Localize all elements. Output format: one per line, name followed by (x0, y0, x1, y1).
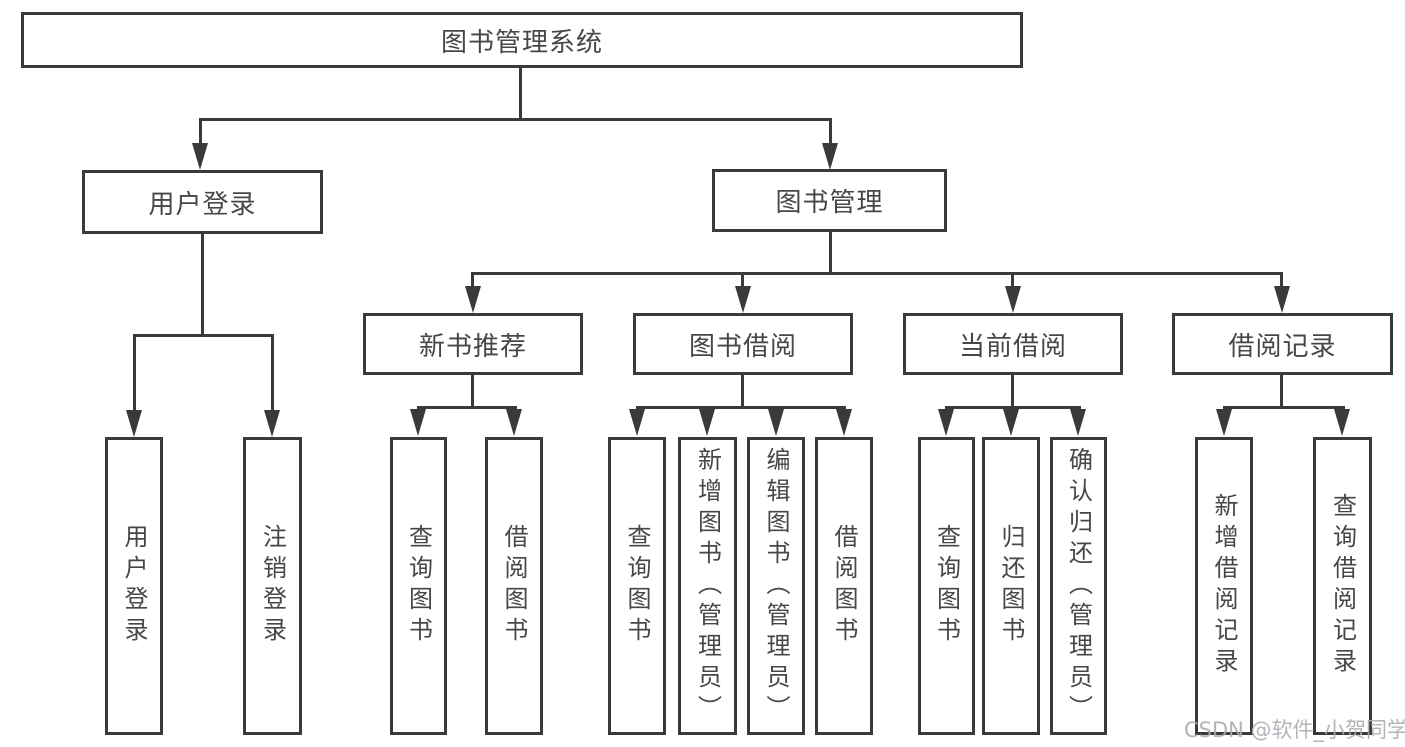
leaf-query-borrow-record: 查询借阅记录 (1313, 437, 1372, 735)
connector-login-stem (201, 234, 204, 337)
arrow-to-login (192, 143, 208, 170)
arrow-to-current (1005, 286, 1021, 313)
node-root: 图书管理系统 (21, 12, 1023, 68)
arrow-to-login-user (126, 410, 142, 437)
leaf-query-borrow-record-label: 查询借阅记录 (1328, 493, 1357, 679)
arrow-to-borrow (735, 286, 751, 313)
arrow-to-login-logout (264, 410, 280, 437)
leaf-add-borrow-record: 新增借阅记录 (1195, 437, 1253, 735)
leaf-user-login: 用户登录 (105, 437, 163, 735)
leaf-edit-books-admin: 编辑图书（管理员） (747, 437, 805, 735)
leaf-newbook-borrow-books: 借阅图书 (485, 437, 543, 735)
connector-records-bar (1223, 406, 1345, 409)
leaf-add-books-admin-label: 新增图书（管理员） (693, 446, 722, 726)
arrow-to-borrow-add (699, 409, 715, 436)
node-current-borrow-label: 当前借阅 (958, 331, 1067, 362)
connector-records-stem (1280, 375, 1283, 408)
leaf-borrow-books-label: 借阅图书 (830, 524, 858, 648)
leaf-confirm-return-admin: 确认归还（管理员） (1050, 437, 1107, 735)
arrow-to-newbook-query (410, 409, 426, 436)
arrow-to-records (1274, 286, 1290, 313)
arrow-to-records-query (1334, 409, 1350, 436)
connector-current-stem (1011, 375, 1014, 408)
node-borrow-records: 借阅记录 (1172, 313, 1393, 375)
connector-newbook-bar (417, 406, 517, 409)
connector-newbook-stem (471, 375, 474, 408)
arrow-to-current-return (1003, 409, 1019, 436)
connector-login-stub (199, 120, 202, 146)
node-new-book-recommend: 新书推荐 (363, 313, 583, 375)
connector-root-stem (519, 68, 522, 120)
connector-mgmt-stem (829, 232, 832, 274)
leaf-borrow-query-books: 查询图书 (608, 437, 666, 735)
connector-borrow-stem (741, 375, 744, 408)
leaf-edit-books-admin-label: 编辑图书（管理员） (762, 446, 790, 726)
csdn-watermark: CSDN @软件_小贺同学 (1184, 718, 1405, 742)
node-current-borrow: 当前借阅 (903, 313, 1123, 375)
leaf-user-login-label: 用户登录 (120, 524, 148, 648)
arrow-to-newbook (465, 286, 481, 313)
node-book-mgmt-label: 图书管理 (775, 188, 884, 218)
leaf-confirm-return-admin-label: 确认归还（管理员） (1064, 446, 1093, 726)
connector-mgmt-bar (471, 272, 1283, 275)
leaf-logout-label: 注销登录 (258, 524, 287, 648)
arrow-to-borrow-edit (768, 409, 784, 436)
leaf-newbook-borrow-books-label: 借阅图书 (500, 524, 528, 648)
arrow-to-records-add (1216, 409, 1232, 436)
leaf-current-query-books: 查询图书 (918, 437, 975, 735)
node-book-borrow: 图书借阅 (633, 313, 853, 375)
connector-current-stub (1011, 274, 1014, 288)
arrow-to-current-confirm (1070, 409, 1086, 436)
leaf-return-books: 归还图书 (982, 437, 1040, 735)
leaf-logout: 注销登录 (243, 437, 302, 735)
connector-newbook-stub (471, 274, 474, 288)
leaf-add-borrow-record-label: 新增借阅记录 (1210, 493, 1238, 679)
leaf-return-books-label: 归还图书 (997, 524, 1025, 648)
arrow-to-borrow-query (629, 409, 645, 436)
node-root-label: 图书管理系统 (440, 27, 603, 58)
arrow-to-current-query (938, 409, 954, 436)
leaf-current-query-books-label: 查询图书 (932, 524, 961, 648)
connector-login-right-drop (271, 336, 274, 410)
leaf-newbook-query-books: 查询图书 (390, 437, 447, 735)
node-book-borrow-label: 图书借阅 (688, 331, 797, 362)
connector-borrow-bar (636, 406, 846, 409)
leaf-newbook-query-books-label: 查询图书 (404, 524, 433, 648)
arrow-to-mgmt (822, 143, 838, 170)
leaf-add-books-admin: 新增图书（管理员） (678, 437, 737, 735)
connector-login-bar (133, 334, 274, 337)
connector-borrow-stub (741, 274, 744, 288)
connector-current-bar (945, 406, 1081, 409)
node-borrow-records-label: 借阅记录 (1228, 331, 1337, 362)
connector-records-stub (1280, 274, 1283, 288)
connector-root-bar (199, 118, 832, 121)
leaf-borrow-query-books-label: 查询图书 (623, 524, 651, 648)
node-user-login-label: 用户登录 (148, 189, 257, 220)
leaf-borrow-books: 借阅图书 (815, 437, 873, 735)
node-book-mgmt: 图书管理 (712, 169, 947, 232)
connector-mgmt-stub (829, 120, 832, 146)
arrow-to-borrow-borrow (836, 409, 852, 436)
node-new-book-recommend-label: 新书推荐 (418, 331, 527, 362)
node-user-login: 用户登录 (82, 170, 323, 234)
connector-login-left-drop (133, 336, 136, 410)
arrow-to-newbook-borrow (506, 409, 522, 436)
